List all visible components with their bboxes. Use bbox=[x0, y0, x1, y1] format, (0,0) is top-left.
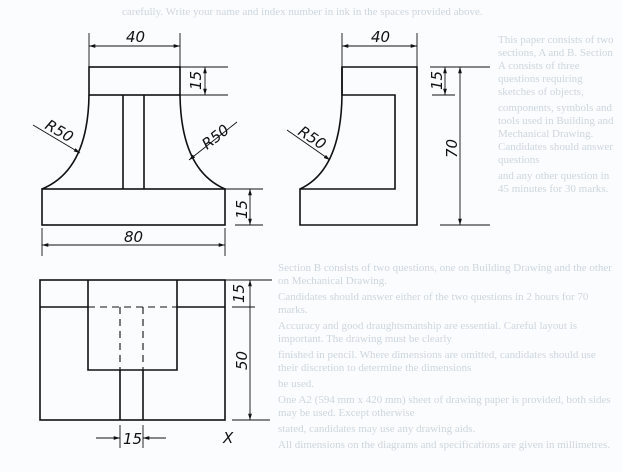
front-radius-left-label: R50 bbox=[42, 116, 77, 146]
front-top-width-label: 40 bbox=[126, 28, 145, 46]
side-view: 40 15 70 R50 bbox=[286, 28, 490, 226]
front-base-width-label: 80 bbox=[124, 228, 143, 246]
side-radius-label: R50 bbox=[295, 122, 330, 153]
view-marker-x: X bbox=[222, 429, 234, 447]
bleed-line: All dimensions on the diagrams and speci… bbox=[278, 439, 611, 451]
bleed-line: Candidates should answer either of the t… bbox=[278, 291, 589, 316]
bleed-line: components, symbols and tools used in Bu… bbox=[498, 102, 614, 166]
bleed-line: be used. bbox=[278, 378, 315, 390]
bleed-line: stated, candidates may use any drawing a… bbox=[278, 423, 476, 435]
bleed-line: and any other question in 45 minutes for… bbox=[498, 170, 610, 195]
front-top-height-label: 15 bbox=[187, 71, 205, 90]
plan-stem-width-label: 15 bbox=[123, 430, 142, 448]
bleed-line: This paper consists of two sections, A a… bbox=[498, 34, 614, 98]
side-top-height-label: 15 bbox=[428, 71, 446, 90]
bleed-line: finished in pencil. Where dimensions are… bbox=[278, 349, 596, 374]
side-overall-height-label: 70 bbox=[443, 139, 461, 158]
plan-depth-label: 50 bbox=[233, 351, 251, 370]
bleed-line: Accuracy and good draughtsmanship are es… bbox=[278, 320, 578, 345]
side-top-width-label: 40 bbox=[371, 28, 390, 46]
bleed-line: carefully. Write your name and index num… bbox=[122, 6, 483, 18]
plan-top-height-label: 15 bbox=[230, 284, 248, 303]
front-base-height-label: 15 bbox=[233, 200, 251, 219]
bleed-line: One A2 (594 mm x 420 mm) sheet of drawin… bbox=[278, 394, 611, 419]
plan-view: 15 50 15 X bbox=[39, 279, 272, 448]
bleed-line: Section B consists of two questions, one… bbox=[278, 262, 612, 287]
front-view: 40 15 15 80 R50 R50 bbox=[32, 28, 263, 256]
